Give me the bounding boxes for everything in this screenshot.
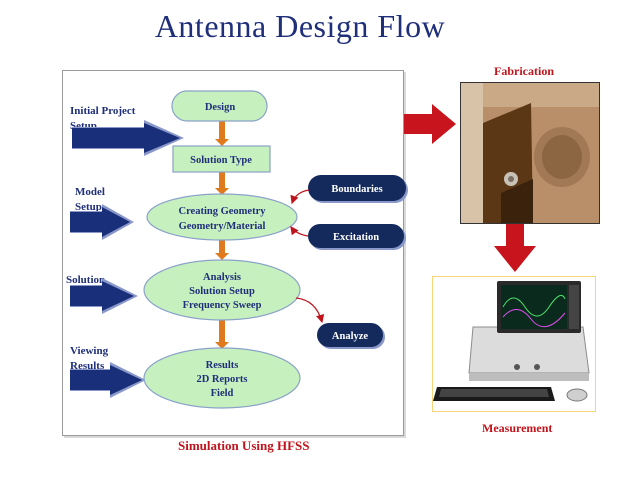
input-arrow-3 <box>70 278 138 314</box>
pill-excitation <box>308 224 404 248</box>
step-solution-type <box>172 145 271 173</box>
step-solution-type-label: Solution Type <box>190 155 252 166</box>
step-analysis-label-2: Solution Setup <box>189 286 255 297</box>
pill-analyze <box>317 323 383 347</box>
page-title: Antenna Design Flow <box>154 8 446 44</box>
flow-connectors <box>215 121 229 349</box>
fabrication-photo <box>460 82 600 224</box>
step-creating-geometry-label-1: Creating Geometry <box>179 206 267 217</box>
step-results-label-2: 2D Reports <box>196 374 247 385</box>
connector-excitation <box>290 226 309 237</box>
arrow-to-fabrication <box>404 104 456 144</box>
step-analysis-label-1: Analysis <box>203 272 241 283</box>
step-creating-geometry <box>146 193 298 241</box>
simulation-caption: Simulation Using HFSS <box>178 438 310 453</box>
measurement-photo <box>432 276 596 412</box>
step-analysis-label-3: Frequency Sweep <box>183 300 262 311</box>
input-arrow-1 <box>72 120 184 156</box>
connector-boundaries <box>290 189 310 205</box>
arrow-to-measurement <box>494 213 536 272</box>
step-results-label-1: Results <box>206 360 239 371</box>
fabricated-antenna-image <box>461 83 599 223</box>
step-creating-geometry-label-2: Geometry/Material <box>179 221 266 232</box>
step-design <box>171 90 268 122</box>
input-arrow-4 <box>70 362 146 398</box>
step-results <box>143 347 301 409</box>
pill-boundaries-label: Boundaries <box>331 184 382 195</box>
pill-analyze-label: Analyze <box>332 331 369 342</box>
fabrication-label: Fabrication <box>494 64 554 78</box>
step-analysis <box>143 259 301 321</box>
step-design-label: Design <box>205 102 235 113</box>
side-label-model-setup: Model Setup <box>75 186 105 213</box>
connector-analyze <box>295 297 325 324</box>
input-arrow-2 <box>70 204 134 240</box>
pill-excitation-label: Excitation <box>333 232 379 243</box>
side-label-solution: Solution <box>66 274 106 286</box>
step-results-label-3: Field <box>211 388 234 399</box>
network-analyzer-image <box>433 281 590 402</box>
measurement-label: Measurement <box>482 421 553 435</box>
pill-boundaries <box>308 175 406 201</box>
